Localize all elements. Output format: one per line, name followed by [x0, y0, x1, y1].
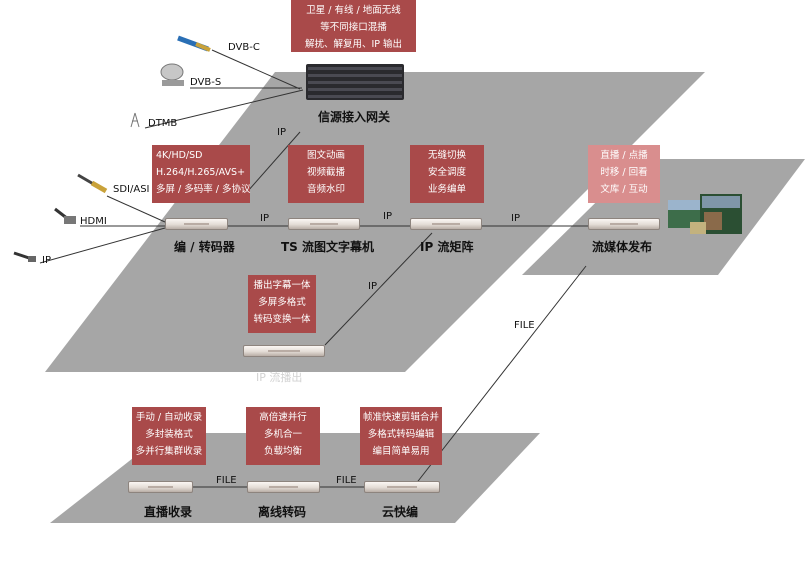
matrix-label: IP 流矩阵 — [420, 240, 474, 254]
matrix-feature-box: 无缝切换 安全调度 业务编单 — [410, 145, 484, 203]
hdmi-label: HDMI — [80, 216, 107, 227]
gateway-chassis — [306, 64, 404, 100]
offline-label: 离线转码 — [258, 505, 307, 519]
hdmi-connector-icon — [54, 207, 76, 224]
dvbc-connector-icon — [177, 35, 211, 52]
subtitle-ip-label: IP — [383, 211, 392, 222]
dvbc-label: DVB-C — [228, 42, 260, 53]
streaming-feature-box: 直播 / 点播 时移 / 回看 文库 / 互动 — [588, 145, 660, 203]
dvbc-line — [211, 49, 301, 90]
matrix-playout-line — [324, 232, 433, 346]
matrix-ip-label: IP — [511, 213, 520, 224]
ip-source-label: IP — [42, 255, 51, 266]
playout-server — [243, 345, 325, 357]
video-thumbnails — [668, 194, 742, 234]
streaming-platform — [522, 159, 805, 275]
gateway-label: 信源接入网关 — [318, 110, 391, 124]
recording-server — [128, 481, 193, 493]
encoder-feature-box: 4K/HD/SD H.264/H.265/AVS+ 多屏 / 多码率 / 多协议 — [152, 145, 250, 203]
matrix-server — [410, 218, 482, 230]
gateway-encoder-line — [239, 131, 301, 201]
gateway-feature-box: 卫星 / 有线 / 地面无线 等不同接口混播 解扰、解复用、IP 输出 — [291, 0, 416, 52]
offline-feature-box: 高倍速并行 多机合一 负载均衡 — [246, 407, 320, 465]
encoder-ip-label: IP — [260, 213, 269, 224]
cloud-edit-feature-box: 帧准快速剪辑合并 多格式转码编辑 编目简单易用 — [360, 407, 442, 465]
recording-label: 直播收录 — [144, 505, 193, 519]
playout-ip-label: IP — [368, 281, 377, 292]
sdi-connector-icon — [77, 173, 108, 194]
subtitle-label: TS 流图文字幕机 — [281, 240, 375, 254]
gateway-ip-label: IP — [277, 127, 286, 138]
satellite-dish-icon — [160, 63, 184, 86]
main-platform — [45, 72, 705, 372]
cloud-edit-server — [364, 481, 440, 493]
file-streaming-line — [414, 265, 587, 486]
cloud-edit-label: 云快编 — [382, 505, 419, 519]
file-label: FILE — [514, 320, 535, 331]
antenna-icon — [130, 112, 140, 128]
offline-server — [247, 481, 320, 493]
ip-cable-icon — [13, 251, 36, 262]
encoder-server — [165, 218, 228, 230]
dvbs-label: DVB-S — [190, 77, 222, 88]
dtmb-line — [144, 89, 304, 129]
ip-source-line — [39, 227, 166, 264]
streaming-label: 流媒体发布 — [592, 240, 653, 254]
encoder-label: 编 / 转码器 — [174, 240, 235, 254]
offline-file-label: FILE — [336, 475, 357, 486]
subtitle-feature-box: 图文动画 视频截播 音频水印 — [288, 145, 364, 203]
playout-feature-box: 播出字幕一体 多屏多格式 转码变换一体 — [248, 275, 316, 333]
recording-file-label: FILE — [216, 475, 237, 486]
recording-feature-box: 手动 / 自动收录 多封装格式 多并行集群收录 — [132, 407, 206, 465]
playout-label: IP 流播出 — [256, 371, 303, 384]
streaming-server — [588, 218, 660, 230]
sdi-line — [106, 195, 166, 223]
sdi-label: SDI/ASI — [113, 184, 150, 195]
dtmb-label: DTMB — [148, 118, 178, 129]
subtitle-server — [288, 218, 360, 230]
